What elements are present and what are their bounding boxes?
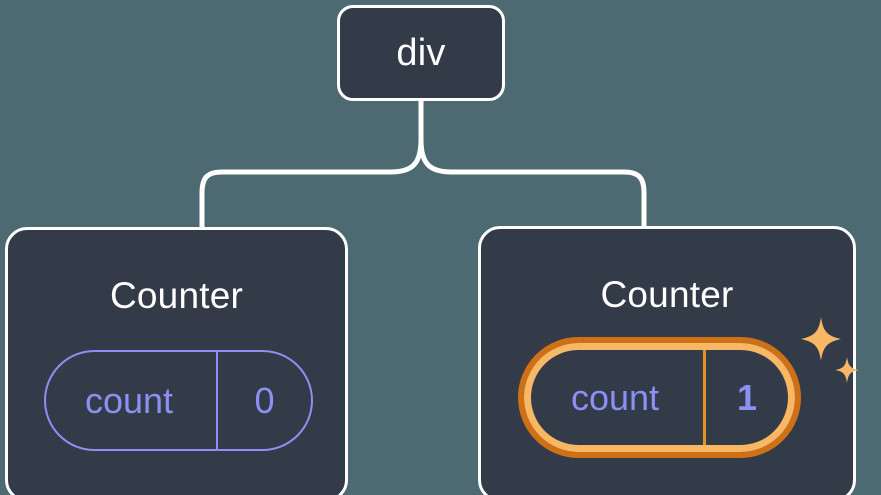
- counter-right-state-divider: [703, 350, 706, 445]
- counter-left-state-pill[interactable]: count 0: [44, 350, 313, 451]
- counter-left-title: Counter: [109, 275, 244, 316]
- counter-right-title: Counter: [600, 274, 734, 315]
- node-div[interactable]: div: [337, 5, 505, 101]
- card-counter-right[interactable]: Counter count 1: [478, 226, 856, 495]
- counter-right-state-value: 1: [736, 376, 758, 418]
- counter-left-state-value: 0: [254, 379, 275, 421]
- connector-branch-left: [199, 137, 424, 230]
- counter-right-state-pill[interactable]: count 1: [524, 343, 795, 452]
- counter-right-state-key: count: [570, 376, 660, 418]
- node-div-label: div: [396, 32, 446, 74]
- card-counter-left[interactable]: Counter count 0: [5, 227, 348, 495]
- counter-left-state-key: count: [84, 379, 174, 421]
- counter-right-highlight-ring: count 1: [518, 337, 801, 458]
- connector-branch-right: [418, 137, 647, 229]
- counter-left-state-divider: [216, 352, 218, 449]
- counter-right-state-pill-wrap: count 1: [518, 337, 801, 458]
- counter-left-state-pill-wrap: count 0: [44, 350, 313, 451]
